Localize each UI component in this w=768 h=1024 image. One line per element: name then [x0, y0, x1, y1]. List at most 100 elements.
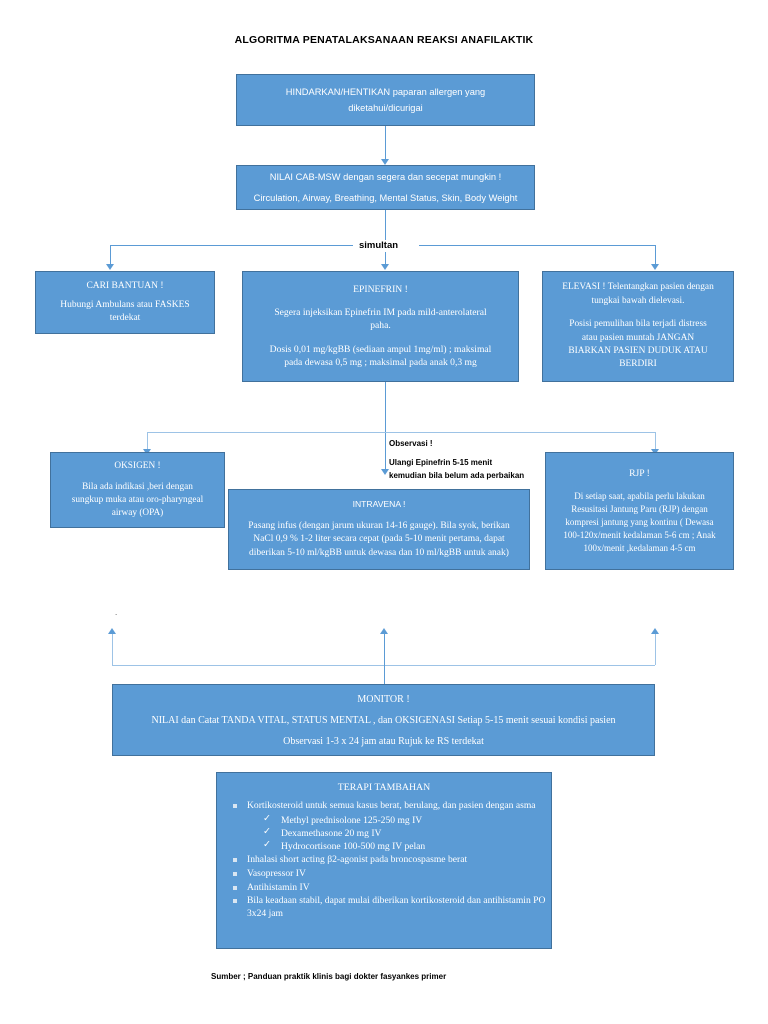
node-rjp-line3: kompresi jantung yang kontinu ( Dewasa: [565, 516, 714, 527]
node-hindarkan-line1: HINDARKAN/HENTIKAN paparan allergen yang: [285, 86, 486, 97]
terapi-item: Kortikosteroid untuk semua kasus berat, …: [217, 800, 551, 853]
terapi-subitem: ✓ Dexamethasone 20 mg IV: [247, 827, 551, 840]
observasi-label: Observasi ! Ulangi Epinefrin 5-15 menit …: [389, 438, 525, 483]
node-hindarkan: HINDARKAN/HENTIKAN paparan allergen yang…: [236, 74, 535, 126]
node-epinefrin-para1-line2: paha.: [370, 320, 391, 332]
node-elevasi-line5: BIARKAN PASIEN DUDUK ATAU: [568, 345, 708, 356]
node-oksigen-line1: Bila ada indikasi ,beri dengan: [82, 481, 193, 492]
node-rjp-line4: 100-120x/menit kedalaman 5-6 cm ; Anak: [563, 529, 716, 540]
node-rjp: RJP ! Di setiap saat, apabila perlu laku…: [545, 452, 734, 570]
node-epinefrin-header: EPINEFRIN !: [353, 284, 408, 296]
arrow-to-epinefrin: [381, 264, 389, 270]
node-cari-bantuan-line2: terdekat: [109, 313, 141, 324]
node-elevasi-line2: tungkai bawah dielevasi.: [591, 295, 685, 306]
terapi-subitem-text: Hydrocortisone 100-500 mg IV pelan: [281, 841, 426, 853]
page-title: ALGORITMA PENATALAKSANAAN REAKSI ANAFILA…: [234, 34, 534, 46]
node-monitor-line2: Observasi 1-3 x 24 jam atau Rujuk ke RS …: [283, 735, 484, 747]
stray-dot-mark: .: [115, 608, 118, 617]
observasi-label-line1: Observasi !: [389, 439, 433, 448]
node-nilai-cab-line1: NILAI CAB-MSW dengan segera dan secepat …: [269, 171, 502, 182]
node-intravena-line1: Pasang infus (dengan jarum ukuran 14-16 …: [248, 520, 510, 531]
bullet-square-icon: [233, 872, 237, 877]
node-epinefrin-para2-line2: pada dewasa 0,5 mg ; maksimal pada anak …: [284, 357, 477, 369]
drop-to-rjp: [655, 432, 656, 450]
terapi-item: Bila keadaan stabil, dapat mulai diberik…: [217, 895, 551, 920]
arrow-hindarkan-to-nilai: [381, 159, 389, 165]
riser-return-center: [384, 633, 385, 685]
terapi-item-text: Antihistamin IV: [247, 881, 310, 893]
node-oksigen: OKSIGEN ! Bila ada indikasi ,beri dengan…: [50, 452, 225, 528]
drop-to-cari-bantuan: [110, 245, 111, 266]
bullet-square-icon: [233, 885, 237, 890]
terapi-subitem-list: ✓ Methyl prednisolone 125-250 mg IV ✓ De…: [247, 814, 551, 854]
connector-epinefrin-to-bus2: [385, 382, 386, 470]
bus-observasi: [147, 432, 655, 433]
arrow-return-center: [380, 628, 388, 634]
node-elevasi-line6: BERDIRI: [619, 359, 657, 370]
node-rjp-line5: 100x/menit ,kedalaman 4-5 cm: [583, 543, 696, 554]
node-monitor: MONITOR ! NILAI dan Catat TANDA VITAL, S…: [112, 684, 655, 756]
bullet-square-icon: [233, 858, 237, 863]
node-elevasi-line3: Posisi pemulihan bila terjadi distress: [569, 319, 707, 330]
node-elevasi-line1: ELEVASI ! Telentangkan pasien dengan: [562, 282, 714, 293]
terapi-item-text: Inhalasi short acting β2-agonist pada br…: [247, 854, 468, 866]
arrow-to-cari-bantuan: [106, 264, 114, 270]
terapi-item: Antihistamin IV: [217, 882, 551, 895]
terapi-item-text: Kortikosteroid untuk semua kasus berat, …: [247, 800, 536, 811]
node-oksigen-header: OKSIGEN !: [114, 460, 161, 471]
arrow-to-intravena: [381, 469, 389, 475]
terapi-subitem-text: Dexamethasone 20 mg IV: [281, 827, 382, 839]
node-nilai-cab: NILAI CAB-MSW dengan segera dan secepat …: [236, 165, 535, 210]
node-cari-bantuan-line1: Hubungi Ambulans atau FASKES: [60, 299, 190, 310]
node-hindarkan-line2: diketahui/dicurigai: [348, 103, 423, 113]
node-epinefrin-para1-line1: Segera injeksikan Epinefrin IM pada mild…: [274, 306, 487, 318]
simultan-label: simultan: [353, 240, 405, 251]
terapi-item-text: Vasopressor IV: [247, 868, 306, 880]
observasi-label-line2: Ulangi Epinefrin 5-15 menit: [389, 458, 493, 468]
node-intravena-line2: NaCl 0,9 % 1-2 liter secara cepat (pada …: [253, 534, 505, 545]
check-icon: ✓: [263, 840, 271, 851]
node-intravena-line3: diberikan 5-10 ml/kgBB untuk dewasa dan …: [249, 548, 509, 559]
node-epinefrin: EPINEFRIN ! Segera injeksikan Epinefrin …: [242, 271, 519, 382]
riser-return-left: [112, 633, 113, 665]
bullet-square-icon: [233, 899, 237, 904]
arrow-return-left: [108, 628, 116, 634]
node-nilai-cab-line2: Circulation, Airway, Breathing, Mental S…: [253, 192, 518, 203]
terapi-item: Vasopressor IV: [217, 868, 551, 881]
drop-to-oksigen: [147, 432, 148, 450]
node-monitor-line1: NILAI dan Catat TANDA VITAL, STATUS MENT…: [151, 714, 616, 726]
bus-return: [112, 665, 655, 666]
node-elevasi: ELEVASI ! Telentangkan pasien dengan tun…: [542, 271, 734, 382]
node-intravena-header: INTRAVENA !: [352, 499, 406, 510]
connector-nilai-to-bus: [385, 210, 386, 246]
bullet-square-icon: [233, 804, 237, 808]
observasi-label-line3: kemudian bila belum ada perbaikan: [389, 470, 525, 480]
bus-simultan-right: [419, 245, 655, 246]
node-epinefrin-para2-line1: Dosis 0,01 mg/kgBB (sediaan ampul 1mg/ml…: [269, 343, 492, 355]
node-cari-bantuan-header: CARI BANTUAN !: [86, 280, 164, 291]
node-monitor-header: MONITOR !: [357, 693, 410, 705]
terapi-subitem-text: Methyl prednisolone 125-250 mg IV: [281, 814, 423, 826]
node-oksigen-line3: airway (OPA): [111, 508, 164, 519]
node-terapi-tambahan-header: TERAPI TAMBAHAN: [337, 782, 431, 793]
check-icon: ✓: [263, 813, 271, 824]
drop-to-elevasi: [655, 245, 656, 266]
node-terapi-tambahan: TERAPI TAMBAHAN Kortikosteroid untuk sem…: [216, 772, 552, 949]
terapi-item-text: Bila keadaan stabil, dapat mulai diberik…: [247, 895, 546, 919]
node-oksigen-line2: sungkup muka atau oro-pharyngeal: [71, 495, 204, 505]
node-rjp-line1: Di setiap saat, apabila perlu lakukan: [574, 490, 705, 501]
riser-return-right: [655, 633, 656, 665]
node-elevasi-line4: atau pasien muntah JANGAN: [581, 332, 695, 343]
arrow-return-right: [651, 628, 659, 634]
connector-hindarkan-to-nilai: [385, 126, 386, 160]
terapi-subitem: ✓ Methyl prednisolone 125-250 mg IV: [247, 814, 551, 827]
source-note: Sumber ; Panduan praktik klinis bagi dok…: [211, 972, 447, 981]
terapi-subitem: ✓ Hydrocortisone 100-500 mg IV pelan: [247, 840, 551, 853]
check-icon: ✓: [263, 826, 271, 837]
node-cari-bantuan: CARI BANTUAN ! Hubungi Ambulans atau FAS…: [35, 271, 215, 334]
terapi-item-list: Kortikosteroid untuk semua kasus berat, …: [217, 800, 551, 922]
arrow-to-elevasi: [651, 264, 659, 270]
node-rjp-line2: Resusitasi Jantung Paru (RJP) dengan: [571, 503, 708, 514]
node-rjp-header: RJP !: [629, 467, 650, 479]
